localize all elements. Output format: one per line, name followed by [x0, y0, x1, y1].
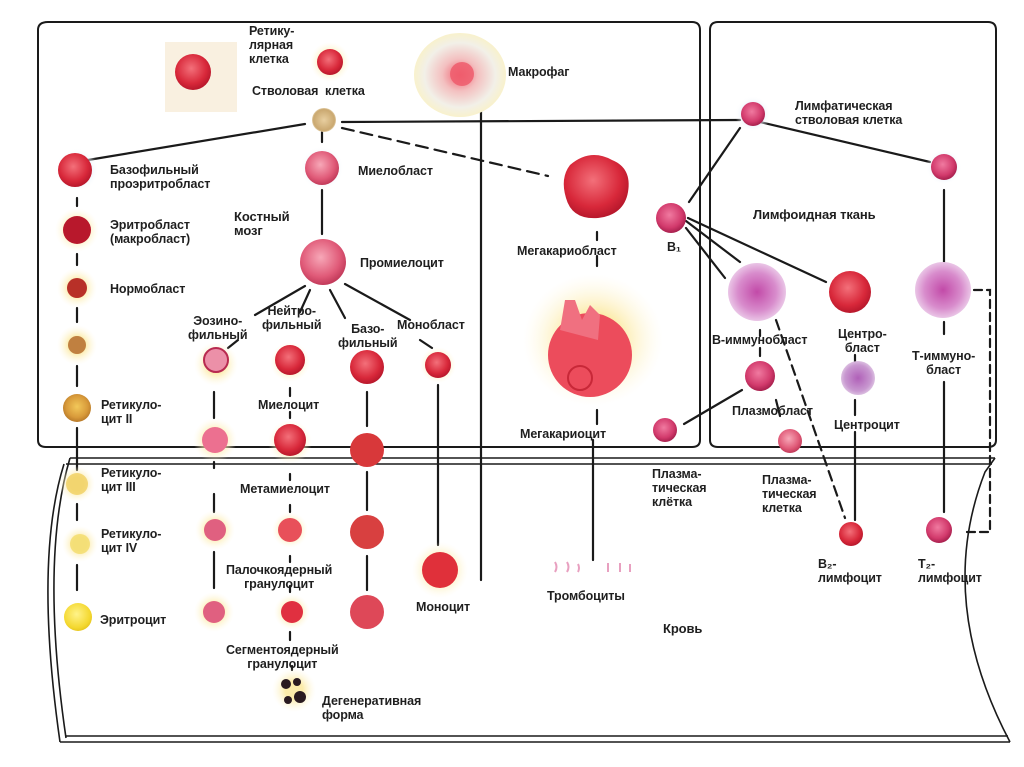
eosinophilic-cell — [203, 347, 229, 373]
label-megakaryoblast: Мегакариобласт — [517, 244, 617, 258]
label-monocyte: Моноцит — [416, 600, 471, 614]
basophil-metamyelocyte-cell — [350, 515, 384, 549]
neutrophilic-cell — [275, 345, 305, 375]
label-plasma-cell-2: Плазма- тическая клетка — [762, 473, 817, 515]
t2-lymphocyte-cell — [926, 517, 952, 543]
bone-marrow-frame — [37, 21, 701, 448]
label-megakaryocyte: Мегакариоцит — [520, 427, 606, 441]
label-stem-cell: Стволовая клетка — [252, 84, 365, 98]
blood-vessel-outline — [47, 457, 1011, 743]
label-erythroblast: Эритробласт (макробласт) — [110, 218, 191, 246]
t-immunoblast-cell — [915, 262, 971, 318]
neutrophil-segmented-cell — [281, 601, 303, 623]
cells — [55, 33, 971, 712]
basophilic-cell — [350, 350, 384, 384]
plasmoblast-cell — [745, 361, 775, 391]
region-label-blood: Кровь — [663, 621, 703, 636]
region-label-lymphoid-tissue: Лимфоидная ткань — [753, 207, 876, 222]
label-band-granulocyte: Палочкоядерный гранулоцит — [226, 563, 333, 591]
label-reticulocyte-4: Ретикуло- цит IV — [101, 527, 162, 555]
label-centrocyte: Центроцит — [834, 418, 900, 432]
stem-cell — [312, 108, 336, 132]
centrocyte-cell — [841, 361, 875, 395]
promyelocyte-cell — [300, 239, 346, 285]
label-reticulocyte-3: Ретикуло- цит III — [101, 466, 162, 494]
connection-lines — [75, 104, 992, 672]
label-basophilic: Базо- фильный — [338, 322, 398, 350]
label-promyelocyte: Промиелоцит — [360, 256, 444, 270]
label-plasma-cell-1: Плазма- тическая клётка — [652, 467, 707, 509]
label-plasmoblast: Плазмобласт — [732, 404, 813, 418]
lymphatic-stem-cell — [741, 102, 765, 126]
plasma-cell-2 — [778, 429, 802, 453]
label-b1: B₁ — [667, 240, 681, 254]
label-centroblast: Центро- бласт — [838, 327, 887, 355]
label-myelocyte: Миелоцит — [258, 398, 320, 412]
basophil-myelocyte-cell — [350, 433, 384, 467]
eosinophil-band-cell — [204, 519, 226, 541]
thrombocytes-marks — [554, 561, 631, 573]
megakaryoblast-cell — [563, 155, 629, 219]
neutrophil-metamyelocyte-cell — [278, 518, 302, 542]
reticular-cell — [317, 49, 343, 75]
b1-cell — [656, 203, 686, 233]
label-segmented-granulocyte: Сегментоядерный гранулоцит — [226, 643, 339, 671]
reticulocyte-2-cell — [63, 394, 91, 422]
label-b2-lymphocyte: B₂- лимфоцит — [818, 557, 882, 585]
eosinophil-myelocyte-cell — [202, 427, 228, 453]
label-macrophage: Макрофаг — [508, 65, 570, 79]
region-label-bone-marrow: Костный мозг — [234, 209, 290, 238]
lymphoid-tissue-frame — [709, 21, 997, 448]
myeloblast-cell — [305, 151, 339, 185]
label-normoblast: Нормобласт — [110, 282, 186, 296]
basophilic-proerythroblast-cell — [58, 153, 92, 187]
monoblast-cell — [425, 352, 451, 378]
label-thrombocytes: Тромбоциты — [547, 589, 625, 603]
reticulocyte-1-cell — [68, 336, 86, 354]
label-t-immunoblast: Т-иммуно- бласт — [912, 349, 976, 377]
label-myeloblast: Миелобласт — [358, 164, 433, 178]
reticular-cell-left — [175, 54, 211, 90]
label-metamyelocyte: Метамиелоцит — [240, 482, 330, 496]
label-reticular-cell: Ретику- лярная клетка — [249, 24, 295, 66]
label-erythrocyte: Эритроцит — [100, 613, 167, 627]
b-immunoblast-cell — [728, 263, 786, 321]
normoblast-cell — [67, 278, 87, 298]
basophil-segmented-cell — [350, 595, 384, 629]
label-reticulocyte-2: Ретикуло- цит II — [101, 398, 162, 426]
b2-lymphocyte-cell — [839, 522, 863, 546]
erythrocyte-cell — [64, 603, 92, 631]
neutrophil-myelocyte-cell — [274, 424, 306, 456]
reticulocyte-4-cell — [70, 534, 90, 554]
plasma-cell-1 — [653, 418, 677, 442]
label-t2-lymphocyte: T₂- лимфоцит — [918, 557, 982, 585]
eosinophil-segmented-cell — [203, 601, 225, 623]
label-neutrophilic: Нейтро- фильный — [262, 304, 322, 332]
label-degenerative-form: Дегенеративная форма — [322, 694, 422, 722]
label-monoblast: Монобласт — [397, 318, 465, 332]
lymphatic-stem-cell-2 — [931, 154, 957, 180]
label-b-immunoblast: В-иммунобласт — [712, 333, 808, 347]
label-lymphatic-stem-cell: Лимфатическая стволовая клетка — [795, 99, 903, 127]
erythroblast-cell — [63, 216, 91, 244]
reticulocyte-3-cell — [66, 473, 88, 495]
monocyte-cell — [422, 552, 458, 588]
degenerative-form-granule — [281, 679, 291, 689]
centroblast-cell — [829, 271, 871, 313]
label-eosinophilic: Эозино- фильный — [188, 314, 248, 342]
label-basophilic-proerythroblast: Базофильный проэритробласт — [110, 163, 211, 191]
